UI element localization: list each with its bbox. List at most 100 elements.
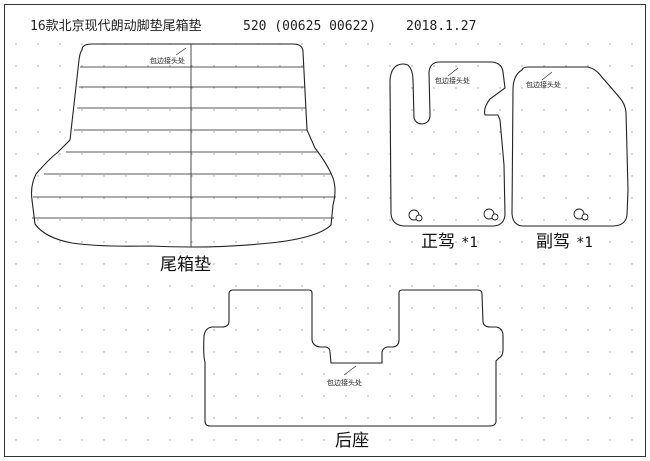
grid-dot xyxy=(631,175,633,177)
grid-dot xyxy=(631,263,633,265)
trunk-mat: 包边接头处 尾箱垫 xyxy=(30,43,336,275)
grid-dot xyxy=(565,131,567,133)
grid-dot xyxy=(103,87,105,89)
grid-dot xyxy=(81,109,83,111)
grid-dot xyxy=(235,351,237,353)
grid-dot xyxy=(15,87,17,89)
grid-dot xyxy=(631,109,633,111)
grid-dot xyxy=(455,417,457,419)
grid-dot xyxy=(15,439,17,441)
sheet-border xyxy=(4,4,646,457)
grid-dot xyxy=(59,109,61,111)
grid-dot xyxy=(125,395,127,397)
grid-dot xyxy=(81,153,83,155)
grid-dot xyxy=(477,329,479,331)
grid-dot xyxy=(367,175,369,177)
grid-dot xyxy=(587,439,589,441)
grid-dot xyxy=(323,43,325,45)
grid-dot xyxy=(499,241,501,243)
grid-dot xyxy=(631,329,633,331)
grid-dot xyxy=(389,351,391,353)
grid-dot xyxy=(213,197,215,199)
grid-dot xyxy=(213,307,215,309)
grid-dot xyxy=(103,65,105,67)
grid-dot xyxy=(235,373,237,375)
grid-dot xyxy=(191,65,193,67)
grid-dot xyxy=(81,373,83,375)
grid-dot xyxy=(81,307,83,309)
grid-dot xyxy=(477,285,479,287)
grid-dot xyxy=(411,263,413,265)
grid-dot xyxy=(213,329,215,331)
grid-dot xyxy=(631,241,633,243)
grid-dot xyxy=(257,285,259,287)
grid-dot xyxy=(59,351,61,353)
rear-label: 后座 xyxy=(335,431,369,451)
grid-dot xyxy=(499,175,501,177)
grid-dot xyxy=(565,395,567,397)
grid-dot xyxy=(367,241,369,243)
grid-dot xyxy=(125,439,127,441)
grid-dot xyxy=(257,307,259,309)
grid-dot xyxy=(433,417,435,419)
grid-dot xyxy=(389,329,391,331)
grid-dot xyxy=(169,263,171,265)
grid-dot xyxy=(367,439,369,441)
grid-dot xyxy=(257,417,259,419)
grid-dot xyxy=(301,65,303,67)
grid-dot xyxy=(103,351,105,353)
grid-dot xyxy=(301,43,303,45)
grid-dot xyxy=(257,439,259,441)
grid-dot xyxy=(37,395,39,397)
grid-dot xyxy=(59,395,61,397)
grid-dot xyxy=(213,395,215,397)
grid-dot xyxy=(125,87,127,89)
grid-dot xyxy=(169,109,171,111)
grid-dot xyxy=(609,131,611,133)
grid-dot xyxy=(543,307,545,309)
grid-dot xyxy=(301,263,303,265)
grid-dot xyxy=(587,263,589,265)
grid-dot xyxy=(345,65,347,67)
grid-dot xyxy=(147,351,149,353)
grid-dot xyxy=(411,87,413,89)
grid-dot xyxy=(323,197,325,199)
grid-dot xyxy=(147,373,149,375)
passenger-count: *1 xyxy=(576,235,593,251)
grid-dot xyxy=(191,197,193,199)
grid-dot xyxy=(609,417,611,419)
grid-dot xyxy=(15,285,17,287)
grid-dot xyxy=(521,131,523,133)
grid-dot xyxy=(565,263,567,265)
grid-dot xyxy=(279,395,281,397)
grid-dot xyxy=(125,109,127,111)
grid-dot xyxy=(367,109,369,111)
grid-dot xyxy=(587,87,589,89)
grid-dot xyxy=(103,417,105,419)
grid-dot xyxy=(609,263,611,265)
grid-dot xyxy=(279,329,281,331)
grid-dot xyxy=(411,373,413,375)
grid-dot xyxy=(103,285,105,287)
grid-dot xyxy=(521,439,523,441)
grid-dot xyxy=(125,263,127,265)
grid-dot xyxy=(257,153,259,155)
grid-dot xyxy=(257,329,259,331)
grid-dot xyxy=(477,43,479,45)
grid-dot xyxy=(125,197,127,199)
grid-dot xyxy=(59,285,61,287)
grid-dot xyxy=(543,241,545,243)
grid-dot xyxy=(433,131,435,133)
grid-dot xyxy=(147,329,149,331)
grid-dot xyxy=(433,109,435,111)
grid-dot xyxy=(59,329,61,331)
grid-dot xyxy=(191,241,193,243)
grid-dot xyxy=(367,43,369,45)
grid-dot xyxy=(213,109,215,111)
grid-dot xyxy=(587,351,589,353)
grid-dot xyxy=(389,219,391,221)
grid-dot xyxy=(213,351,215,353)
grid-dot xyxy=(521,109,523,111)
grid-dot xyxy=(389,241,391,243)
grid-dot xyxy=(389,65,391,67)
